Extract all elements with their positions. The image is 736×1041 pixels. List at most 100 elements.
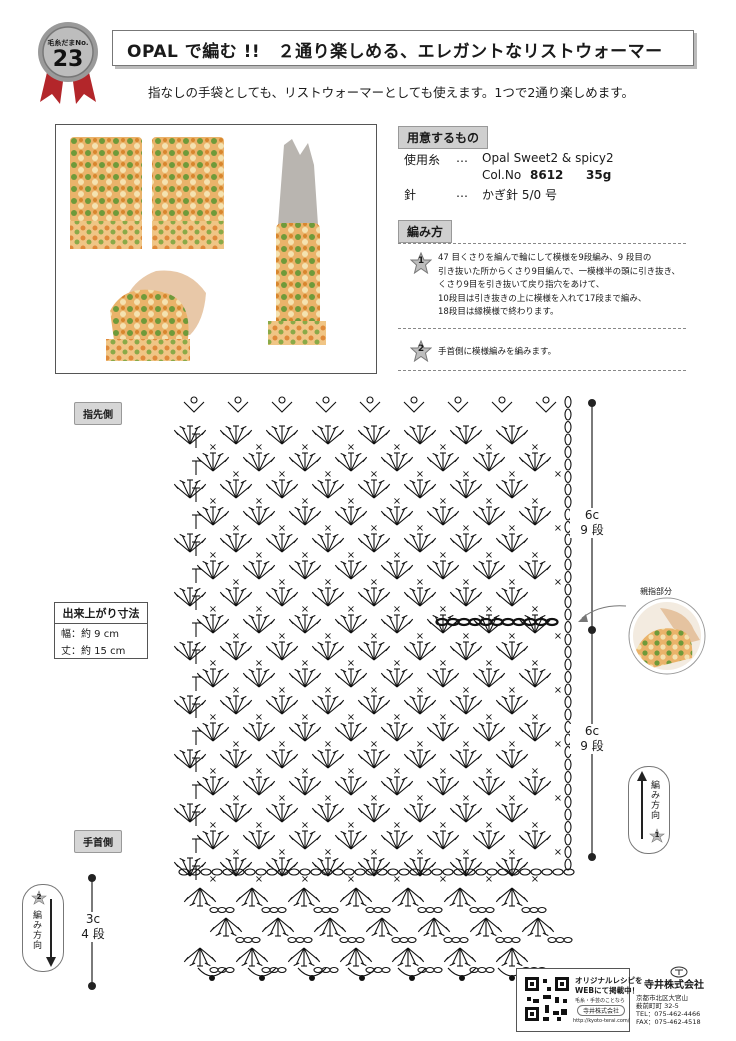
finished-width: 幅：約 9 cm — [61, 629, 119, 640]
stitch-fan — [311, 803, 345, 823]
yarn-value: Opal Sweet2 & spicy2 — [482, 151, 614, 165]
edge-scallop — [535, 401, 557, 413]
foundation-chain — [475, 868, 487, 876]
single-crochet-mark: × — [554, 631, 562, 642]
edging-chain — [209, 906, 219, 914]
chain-stitch — [564, 833, 572, 846]
shop-url-link[interactable]: http://kyoto-terai.com/ — [573, 1018, 630, 1024]
stitch-fan — [449, 587, 483, 607]
chain-stitch — [564, 483, 572, 496]
edging-chain — [451, 936, 461, 944]
stitch-fan — [242, 452, 276, 472]
qr-code-icon[interactable] — [523, 975, 571, 1023]
single-crochet-mark: × — [393, 658, 401, 669]
stitch-fan — [449, 749, 483, 769]
chain-loop — [498, 396, 506, 404]
stitch-fan — [334, 776, 368, 796]
stitch-fan — [242, 614, 276, 634]
stitch-fan — [183, 947, 217, 967]
single-crochet-mark: × — [370, 523, 378, 534]
single-crochet-mark: × — [301, 820, 309, 831]
stitch-fan — [265, 641, 299, 661]
stitch-fan — [357, 479, 391, 499]
stitch-fan — [173, 803, 207, 823]
edging-chain — [425, 906, 435, 914]
thumb-chain — [457, 617, 471, 627]
edging-chain — [433, 906, 443, 914]
single-crochet-mark: × — [347, 658, 355, 669]
edging-chain — [277, 906, 287, 914]
foundation-chain — [299, 868, 311, 876]
company-logo-icon — [670, 966, 688, 978]
direction-up-num: 1 — [654, 831, 660, 839]
stitch-fan — [334, 722, 368, 742]
single-crochet-mark: × — [209, 820, 217, 831]
chain-stitch — [564, 620, 572, 634]
stitch-fan — [173, 533, 207, 553]
foundation-chain — [464, 868, 476, 876]
stitch-fan — [472, 776, 506, 796]
single-crochet-mark: × — [485, 820, 493, 831]
direction-down-num: 2 — [36, 893, 42, 901]
single-crochet-mark: × — [508, 631, 516, 642]
stitch-fan — [518, 452, 552, 472]
single-crochet-mark: × — [232, 469, 240, 480]
edging-chain — [381, 966, 391, 974]
address-line-2: 薮前町町 32-5 — [636, 1002, 679, 1010]
stitch-fan — [242, 830, 276, 850]
edging-chain — [495, 936, 505, 944]
chain-loop — [542, 396, 550, 404]
company-tel: TEL：075-462-4466 — [636, 1010, 701, 1018]
stitch-fan — [196, 830, 230, 850]
stitch-fan — [288, 506, 322, 526]
chain-stitch — [564, 758, 572, 771]
stitch-fan — [443, 947, 477, 967]
stitch-fan — [426, 830, 460, 850]
foundation-chain — [563, 868, 575, 876]
edging-chain — [433, 966, 443, 974]
single-crochet-mark: × — [485, 766, 493, 777]
stitch-fan — [449, 803, 483, 823]
single-crochet-mark: × — [554, 847, 562, 858]
chain-stitch — [564, 408, 572, 421]
stitch-fan — [265, 533, 299, 553]
single-crochet-mark: × — [554, 793, 562, 804]
foundation-chain — [431, 868, 443, 876]
single-crochet-mark: × — [485, 496, 493, 507]
col-number: 8612 — [530, 168, 564, 182]
single-crochet-mark: × — [301, 550, 309, 561]
shop-pill[interactable]: 寺井株式会社 — [577, 1005, 626, 1016]
single-crochet-mark: × — [393, 442, 401, 453]
single-crochet-mark: × — [324, 577, 332, 588]
stitch-fan — [196, 614, 230, 634]
foundation-chain — [244, 868, 256, 876]
single-crochet-mark: × — [531, 820, 539, 831]
stitch-fan — [287, 947, 321, 967]
edging-chain — [329, 966, 339, 974]
single-crochet-mark: × — [255, 604, 263, 615]
chain-loop — [454, 396, 462, 404]
stitch-fan — [518, 722, 552, 742]
stitch-fan — [380, 506, 414, 526]
stitch-fan — [242, 722, 276, 742]
stitch-fan — [380, 776, 414, 796]
edge-scallop — [447, 401, 469, 413]
chain-stitch — [564, 433, 572, 446]
chain-stitch — [564, 820, 572, 834]
stitch-fan — [495, 533, 529, 553]
single-crochet-mark: × — [439, 820, 447, 831]
edging-chain — [303, 936, 313, 944]
step-1-line: くさり9目を引き抜いて戻り指穴をあけて、 — [438, 280, 605, 290]
single-crochet-mark: × — [324, 469, 332, 480]
yarn-weight: 35g — [586, 168, 612, 182]
stitch-fan — [311, 479, 345, 499]
stitch-fan — [518, 668, 552, 688]
stitch-fan — [235, 887, 269, 907]
page-title: OPAL で編む !! ２通り楽しめる、エレガントなリストウォーマー — [127, 42, 663, 62]
single-crochet-mark: × — [278, 577, 286, 588]
single-crochet-mark: × — [324, 685, 332, 696]
single-crochet-mark: × — [347, 712, 355, 723]
divider — [398, 243, 686, 244]
foundation-chain — [332, 868, 344, 876]
edging-chain — [339, 936, 349, 944]
